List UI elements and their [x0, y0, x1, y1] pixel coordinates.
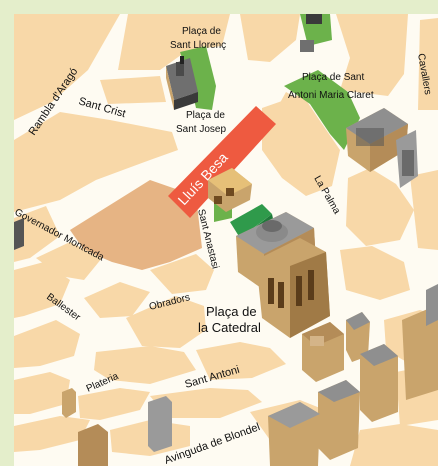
- buildings-east: [62, 284, 438, 466]
- label-placa-claret-1: Plaça de Sant: [302, 72, 364, 83]
- label-placa-claret-2: Antoni Maria Claret: [288, 90, 374, 101]
- building-south-catedral: [302, 322, 344, 382]
- building-west-edge: [14, 218, 24, 250]
- building-antoni-maria-claret-icon[interactable]: [346, 108, 418, 188]
- cathedral-icon[interactable]: [236, 212, 330, 338]
- church-sant-llorenc-icon[interactable]: [166, 56, 198, 110]
- label-placa-sant-llorenc-1: Plaça de: [182, 26, 221, 37]
- label-placa-sant-josep-2: Sant Josep: [176, 124, 226, 135]
- label-placa-sant-josep-1: Plaça de: [186, 110, 225, 121]
- tower-building-icon: [346, 312, 370, 362]
- label-placa-catedral-1: Plaça de: [206, 304, 257, 319]
- church-sant-josep-icon[interactable]: [208, 168, 252, 212]
- building-north-icon: [300, 14, 322, 52]
- label-placa-sant-llorenc-2: Sant Llorenç: [170, 40, 226, 51]
- city-blocks: [14, 14, 438, 466]
- lluis-besa-highlight[interactable]: [168, 106, 276, 218]
- label-placa-catedral-2: la Catedral: [198, 320, 261, 335]
